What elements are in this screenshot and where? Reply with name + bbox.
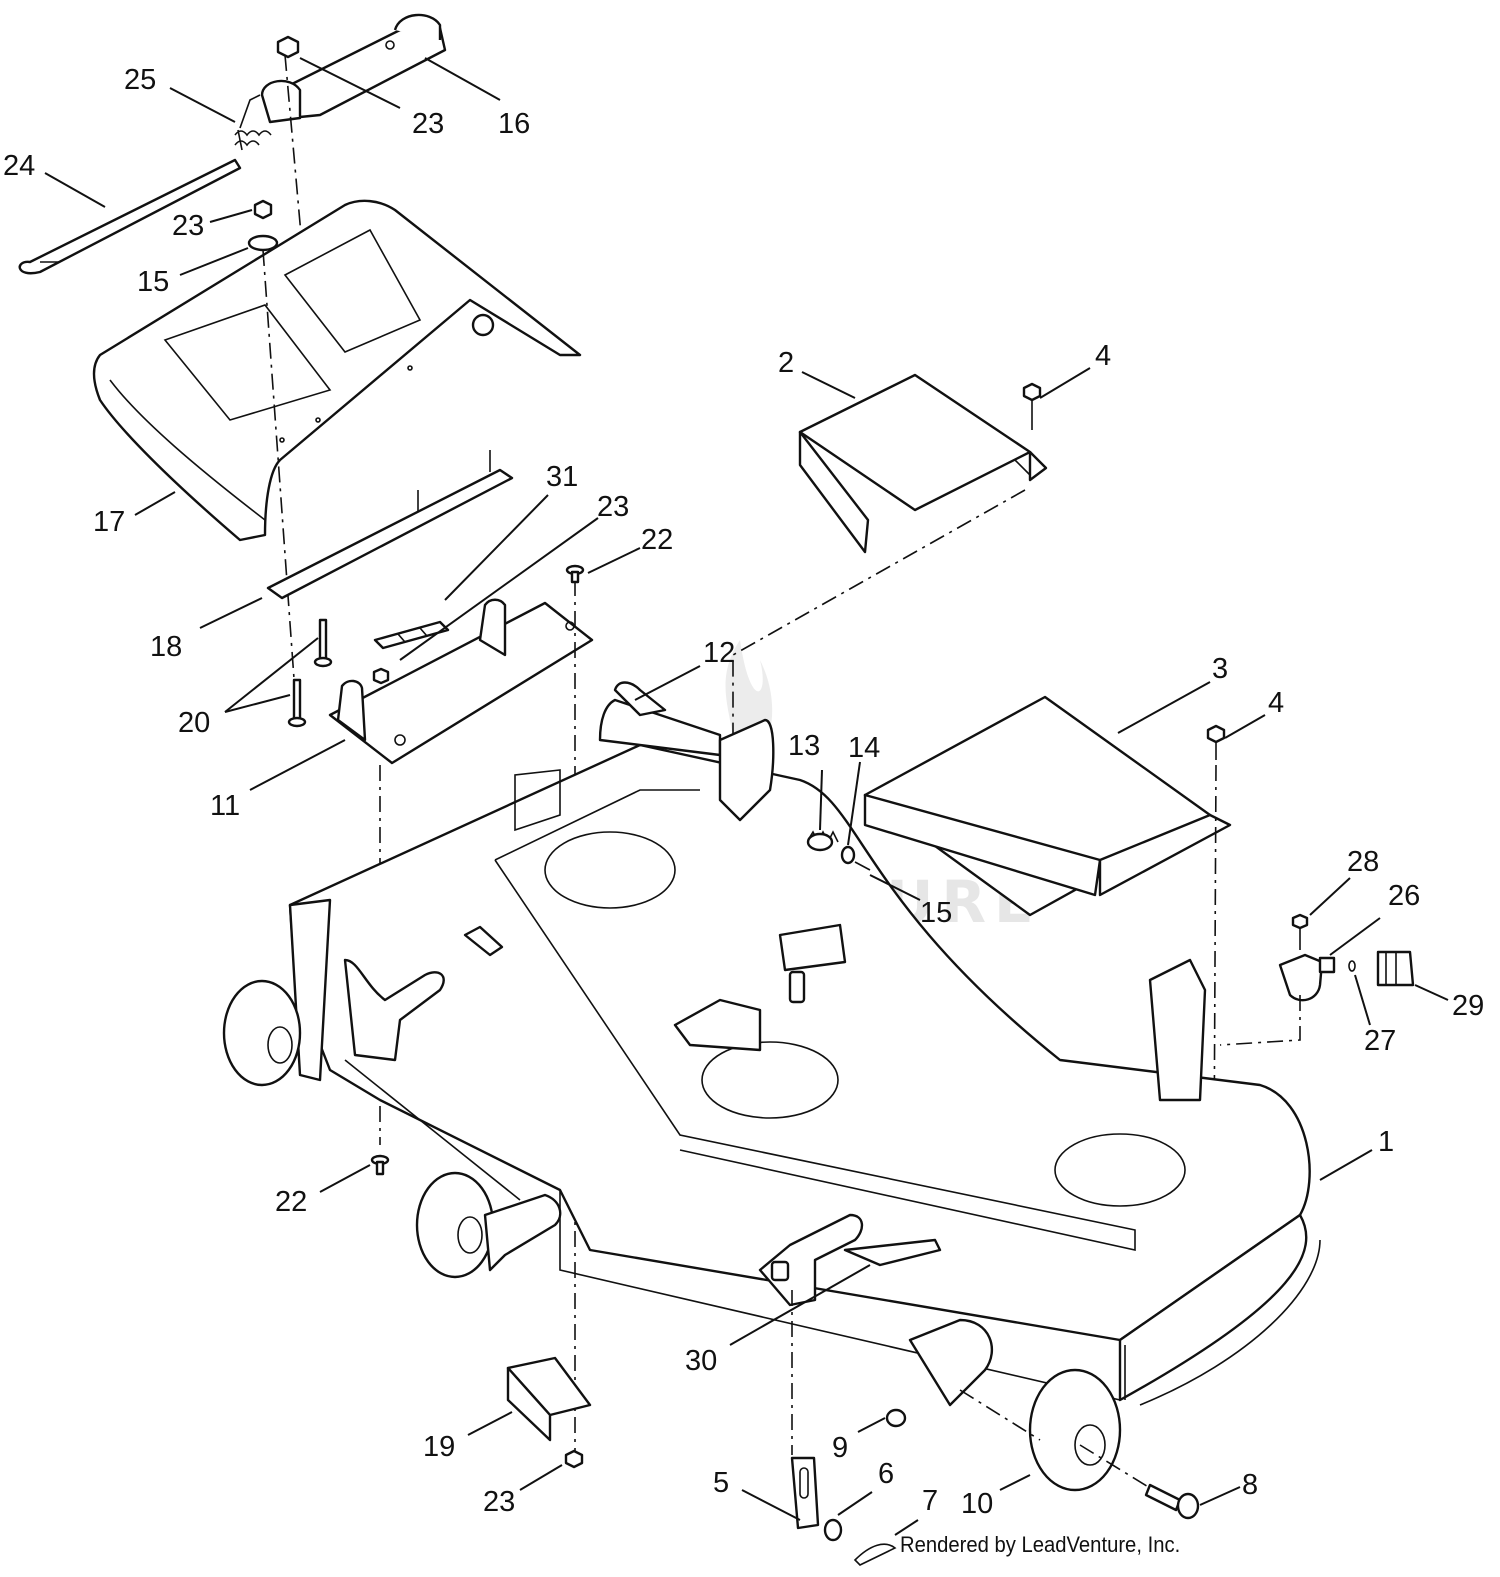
callout-31: 31: [546, 461, 578, 493]
callout-18: 17: [93, 506, 125, 538]
callout-numbers: 25 24 23 16 23 15 17 18 20 11 31 23 22 1…: [3, 64, 1484, 1520]
callout-22-upper: 22: [641, 524, 673, 556]
callout-30: 30: [685, 1345, 717, 1377]
callout-27: 27: [1364, 1025, 1396, 1057]
callout-22-lower: 22: [275, 1186, 307, 1218]
callout-12: 12: [703, 637, 735, 669]
callout-13: 13: [788, 730, 820, 762]
part-21-bolts: [287, 618, 333, 728]
callout-4-top: 4: [1095, 340, 1111, 372]
part-31-decal: [373, 620, 450, 650]
part-23-nut: [253, 199, 273, 220]
leader-lines: [44, 57, 1449, 1536]
callout-28: 28: [1347, 846, 1379, 878]
callout-23-plate: 23: [597, 491, 629, 523]
callout-2: 2: [778, 347, 794, 379]
callout-23-top: 23: [412, 108, 444, 140]
callout-29: 29: [1452, 990, 1484, 1022]
callout-20: 19: [423, 1431, 455, 1463]
part-14-washer: [840, 845, 856, 865]
part-20-bracket: [506, 1356, 592, 1442]
callout-24: 24: [3, 150, 35, 182]
part-19-plate: [266, 450, 514, 600]
part-17-bracket: [260, 13, 447, 124]
part-23-nut-lower: [564, 1449, 584, 1469]
part-6-washer: [823, 1518, 843, 1542]
part-5-link: [790, 1456, 820, 1530]
front-bracket: [718, 718, 775, 822]
callout-4-right: 4: [1268, 687, 1284, 719]
part-22-bolt-lower: [370, 1154, 390, 1176]
part-12-hitch-rod: [598, 681, 722, 757]
part-26-elbow: [1278, 953, 1336, 1002]
callout-23-cover: 23: [172, 210, 204, 242]
callout-9: 9: [832, 1432, 848, 1464]
part-27-oring: [1348, 960, 1356, 972]
part-7-hairpin: [853, 1543, 897, 1566]
part-23-nut-top: [276, 35, 300, 59]
part-29-grease-fitting: [1376, 950, 1415, 987]
part-10-wheel-left-front: [222, 979, 302, 1087]
part-18-belt-cover: [92, 199, 582, 542]
callout-23-bottom: 23: [483, 1486, 515, 1518]
callout-5: 5: [713, 1467, 729, 1499]
part-24-rod: [18, 158, 242, 275]
callout-6: 6: [878, 1458, 894, 1490]
callout-8: 8: [1242, 1469, 1258, 1501]
callout-10: 10: [961, 1488, 993, 1520]
part-13-spring: [806, 830, 839, 852]
part-30-bracket: [758, 1213, 942, 1307]
part-16-washer: [247, 234, 279, 252]
callout-17: 16: [498, 108, 530, 140]
part-8-bolt: [1144, 1483, 1200, 1520]
callout-21: 20: [178, 707, 210, 739]
hitch-right: [1148, 958, 1207, 1102]
part-25-spring: [234, 94, 272, 151]
callout-11: 11: [210, 790, 240, 822]
callout-3: 3: [1212, 653, 1228, 685]
rendered-by-credit: Rendered by LeadVenture, Inc.: [900, 1532, 1181, 1557]
part-4-bolt: [1022, 382, 1042, 430]
callout-15: 15: [920, 897, 952, 929]
part-15-pin: [854, 861, 871, 871]
part-9-nut: [885, 1408, 907, 1428]
callout-25: 25: [124, 64, 156, 96]
callout-14: 14: [848, 732, 880, 764]
callout-1: 1: [1378, 1126, 1394, 1158]
part-2-cover: [798, 373, 1048, 554]
callout-7: 7: [922, 1485, 938, 1517]
part-28-bolt: [1291, 913, 1309, 950]
part-10-wheel-right: [908, 1318, 1122, 1492]
callout-16: 15: [137, 266, 169, 298]
part-4-bolt-right: [1206, 724, 1226, 760]
callout-26: 26: [1388, 880, 1420, 912]
part-11-mount-plate: [328, 598, 594, 765]
callout-19: 18: [150, 631, 182, 663]
part-3-cover: [863, 695, 1232, 917]
part-10-wheel-left-rear: [415, 1171, 562, 1279]
part-22-bolt-upper: [565, 564, 585, 584]
